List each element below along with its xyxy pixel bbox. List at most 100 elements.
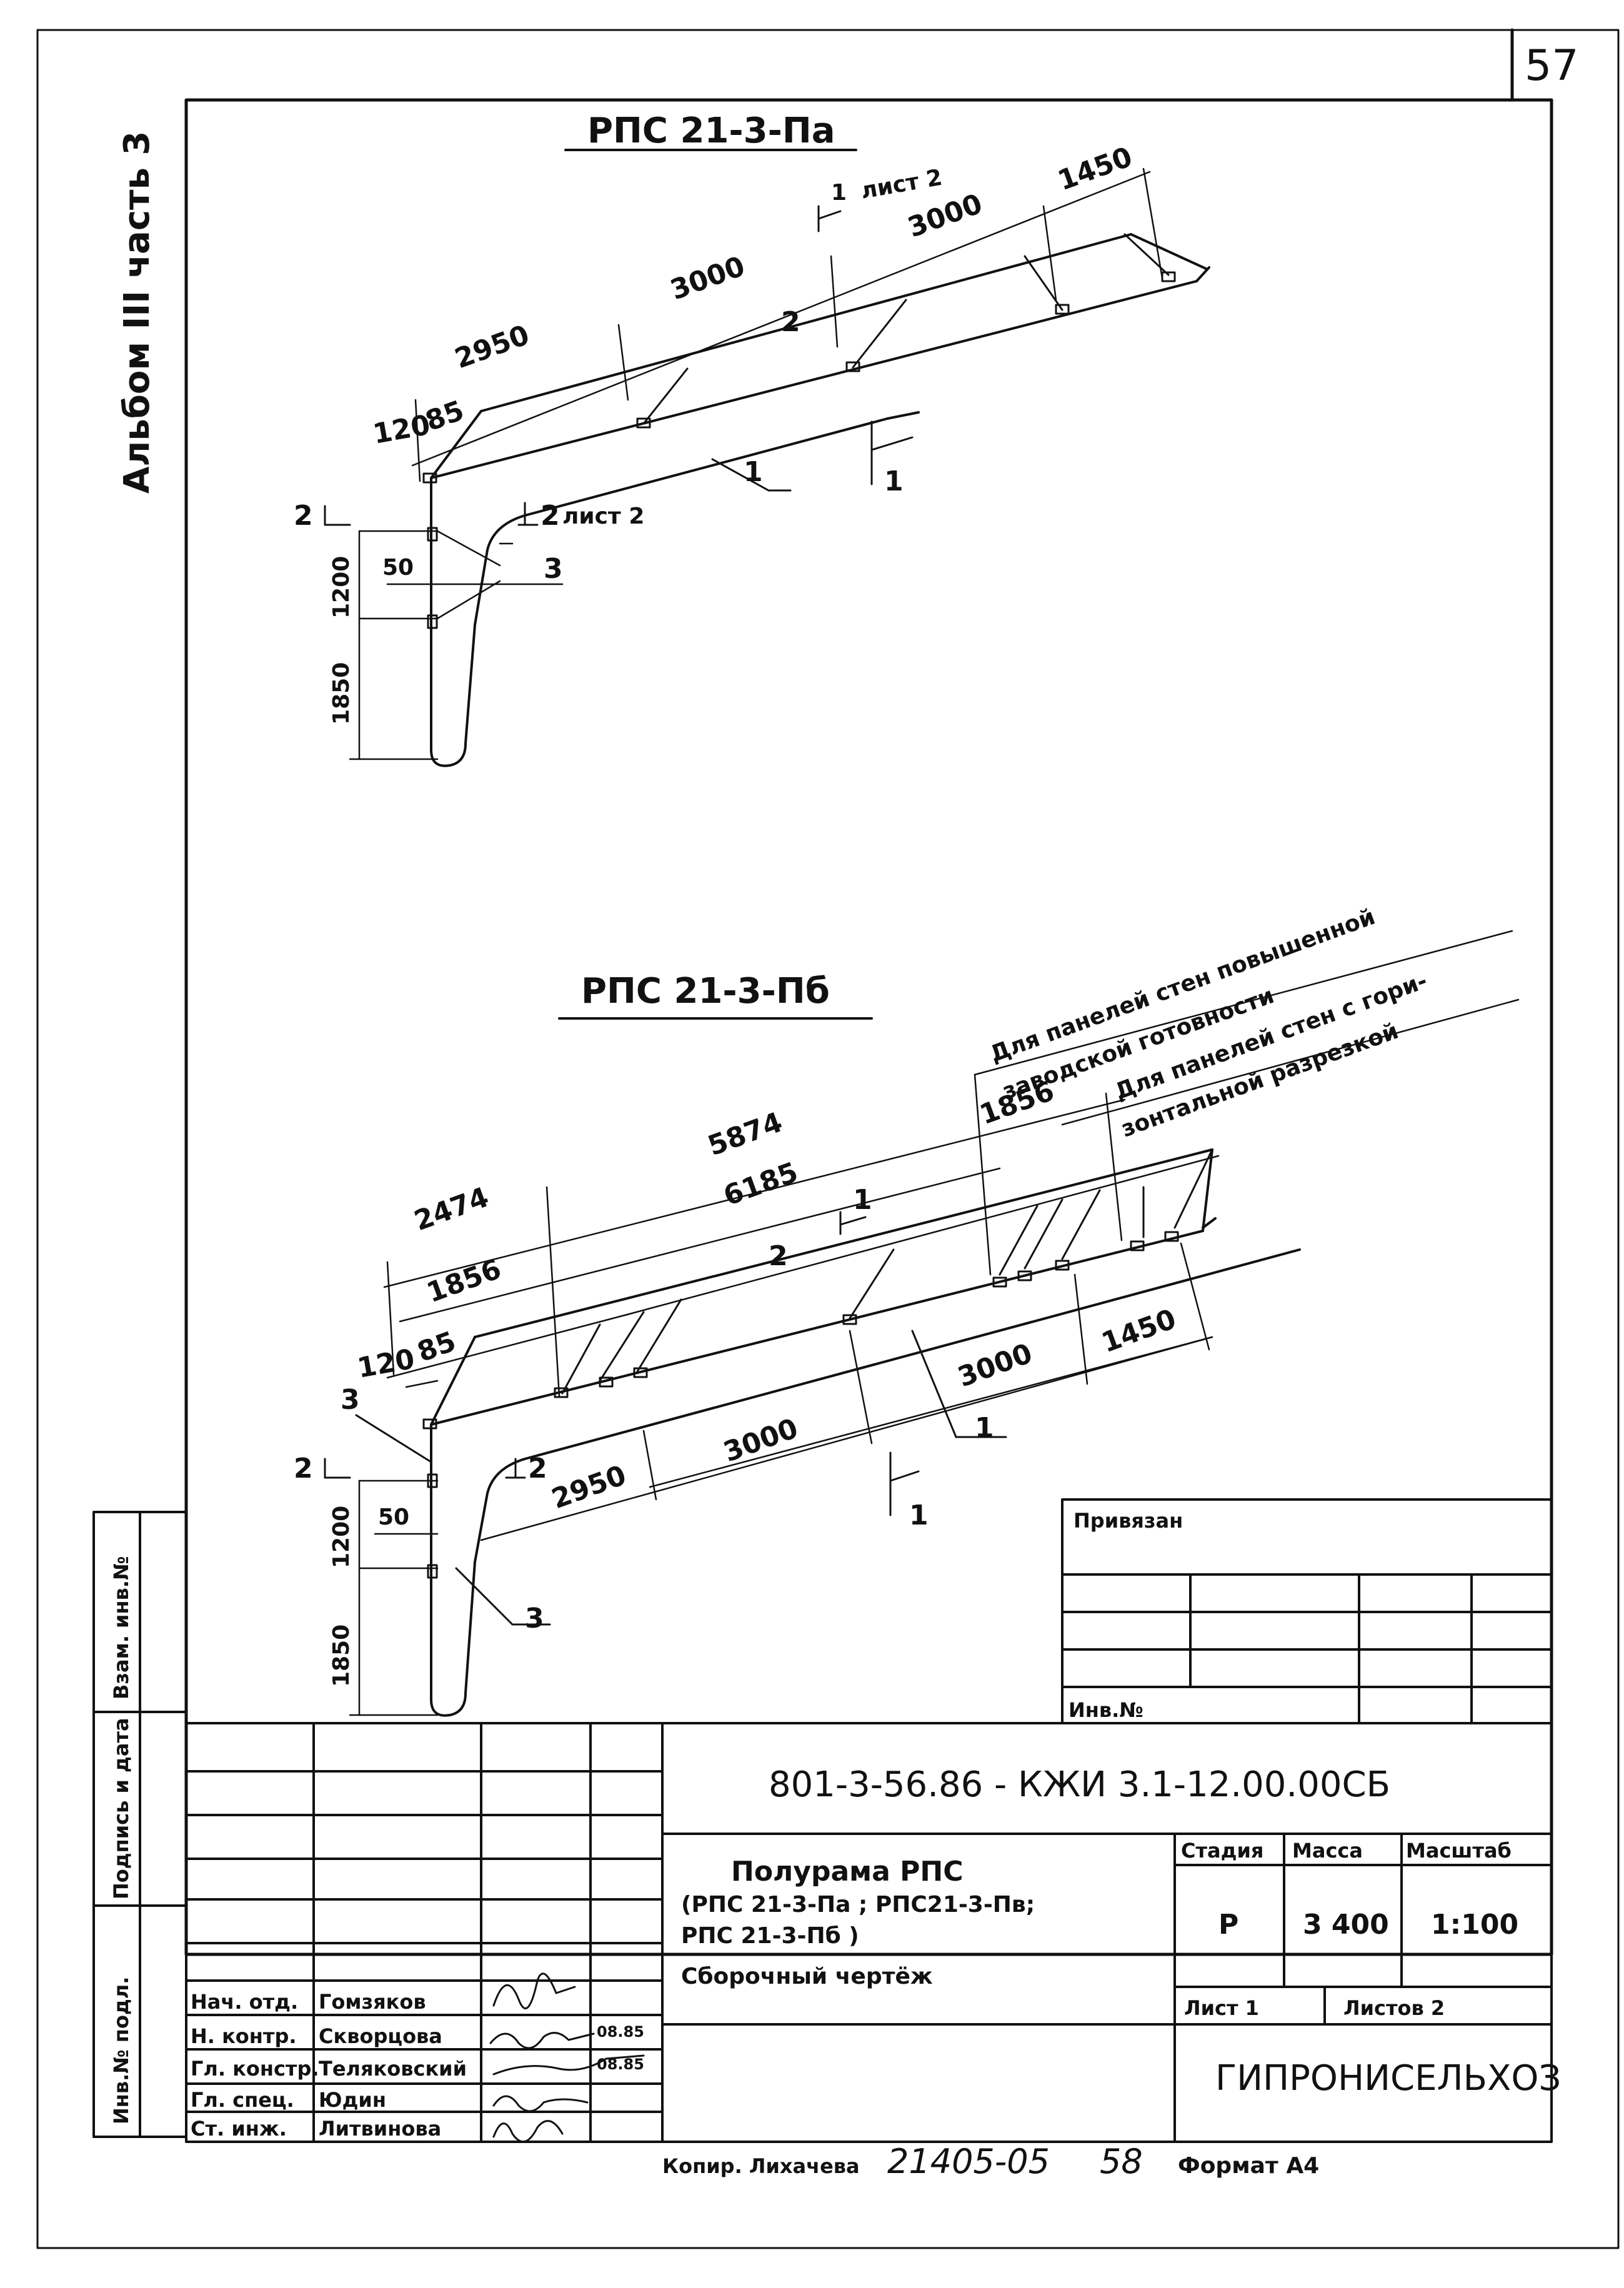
staff-role-0: Нач. отд. <box>191 1990 298 2014</box>
dim-a-2950: 2950 <box>451 319 534 376</box>
staff-name-3: Юдин <box>319 2088 386 2112</box>
view-a-dimensions <box>349 167 1163 760</box>
view-a-top-chord <box>430 233 1210 479</box>
side-stamp-sign: Подпись и дата <box>109 1718 133 1899</box>
doc-code: 801-3-56.86 - КЖИ 3.1-12.00.00СБ <box>769 1764 1390 1805</box>
staff-role-1: Н. контр. <box>191 2024 297 2048</box>
privyazan-inv: Инв.№ <box>1069 1698 1143 1722</box>
view-a-column <box>430 411 920 767</box>
view-a: РПС 21-3-Па <box>294 111 1210 767</box>
privyazan-title: Привязан <box>1074 1509 1183 1533</box>
pos-b-3a: 3 <box>341 1384 360 1416</box>
staff-role-3: Гл. спец. <box>191 2088 294 2112</box>
col-mass: Масса <box>1292 1839 1363 1863</box>
title-name-4: Сборочный чертёж <box>681 1964 933 1989</box>
view-a-dim-text: 120 85 2950 3000 3000 1450 1200 1850 50 … <box>294 141 1137 725</box>
sec-a-1: 1 <box>831 180 847 206</box>
view-b-leaders <box>324 1211 1007 1626</box>
staff-role-4: Ст. инж. <box>191 2117 287 2141</box>
dim-b-120: 120 <box>355 1343 417 1385</box>
footer-format: Формат А4 <box>1178 2153 1319 2179</box>
signatures <box>489 1972 645 2143</box>
staff-name-4: Литвинова <box>319 2117 441 2141</box>
sec-b-2: 2 <box>294 1453 313 1485</box>
dim-b-1856b: 1856 <box>422 1253 506 1310</box>
pos-a-3: 3 <box>544 553 563 585</box>
view-b-top-chord <box>430 1148 1217 1426</box>
sec-b-1-low: 1 <box>909 1500 929 1531</box>
dim-b-1850: 1850 <box>329 1624 354 1687</box>
sheet-value: Лист 1 <box>1184 1996 1259 2020</box>
dim-b-6185: 6185 <box>719 1156 802 1213</box>
dim-a-120: 120 <box>371 409 432 450</box>
album-label: Альбом III часть 3 <box>117 131 157 494</box>
stage-value: Р <box>1218 1909 1238 1941</box>
staff-name-2: Теляковский <box>319 2057 467 2081</box>
title-block <box>185 1722 1553 2143</box>
dim-a-1850: 1850 <box>329 662 354 725</box>
sec-a-1-sheet: лист 2 <box>859 165 944 204</box>
title-name-2: (РПС 21-3-Па ; РПС21-3-Пв; <box>681 1892 1035 1917</box>
sec-b-2b: 2 <box>528 1453 547 1485</box>
org-name: ГИПРОНИСЕЛЬХОЗ <box>1215 2058 1561 2099</box>
view-b-note-lines <box>974 930 1520 1126</box>
dim-a-3000b: 3000 <box>904 188 987 244</box>
pos-b-3b: 3 <box>525 1603 544 1634</box>
sec-a-2b: 2 <box>541 500 560 532</box>
dim-b-3000b: 3000 <box>719 1413 802 1469</box>
note-b-1: Для панелей стен повышенной <box>987 904 1378 1068</box>
side-stamp-inv: Инв.№ подл. <box>109 1977 133 2124</box>
privyazan-box <box>1061 1498 1553 1724</box>
side-stamp <box>92 1511 187 2138</box>
staff-date-2: 08.85 <box>597 2056 644 2073</box>
view-b: РПС 21-3-Пб Для панелей стен повышенной … <box>294 904 1520 1717</box>
footer-order: 21405-05 <box>887 2142 1050 2181</box>
view-b-dimensions <box>349 1073 1220 1716</box>
side-stamp-vzam: Взам. инв.№ <box>109 1556 133 1699</box>
view-a-leaders <box>324 205 914 526</box>
dim-b-3000a: 3000 <box>954 1338 1037 1394</box>
pos-b-1: 1 <box>975 1412 994 1444</box>
pos-b-2: 2 <box>769 1240 788 1272</box>
view-b-braces <box>561 1148 1213 1395</box>
view-b-column <box>430 1248 1301 1717</box>
sec-a-2-sheet: лист 2 <box>562 504 644 529</box>
staff-name-0: Гомзяков <box>319 1990 426 2014</box>
staff-rows: Нач. отд. Гомзяков Н. контр. Скворцова 0… <box>191 1990 644 2141</box>
sec-b-1: 1 <box>853 1184 872 1216</box>
page-number: 57 <box>1525 41 1579 91</box>
footer-copy: Копир. Лихачева <box>662 2154 860 2178</box>
dim-b-85: 85 <box>413 1325 460 1368</box>
sheet-frame <box>36 28 1620 2249</box>
mass-value: 3 400 <box>1303 1909 1389 1941</box>
title-name-1: Полурама РПС <box>731 1856 964 1888</box>
view-a-col-joints <box>427 527 438 629</box>
col-stage: Стадия <box>1181 1839 1263 1863</box>
dim-b-50: 50 <box>378 1505 409 1530</box>
dim-a-3000a: 3000 <box>666 251 749 307</box>
col-scale: Масштаб <box>1406 1839 1512 1863</box>
dim-a-1200: 1200 <box>329 556 354 619</box>
view-a-braces <box>642 233 1170 425</box>
sec-a-1-low: 1 <box>884 465 904 497</box>
sheets-value: Листов 2 <box>1343 1996 1445 2020</box>
staff-name-1: Скворцова <box>319 2024 442 2048</box>
dim-b-2950: 2950 <box>547 1460 630 1516</box>
pos-a-1: 1 <box>744 456 763 488</box>
dim-b-1200: 1200 <box>329 1506 354 1568</box>
view-a-title: РПС 21-3-Па <box>587 111 835 151</box>
scale-value: 1:100 <box>1431 1909 1518 1941</box>
footer-num: 58 <box>1100 2142 1143 2181</box>
view-b-title: РПС 21-3-Пб <box>581 971 830 1012</box>
dim-a-50: 50 <box>382 555 414 580</box>
dim-a-1450: 1450 <box>1054 141 1137 197</box>
dim-b-5874: 5874 <box>704 1107 787 1163</box>
sec-a-2: 2 <box>294 500 313 532</box>
title-name-3: РПС 21-3-Пб ) <box>681 1923 859 1949</box>
dim-b-1450: 1450 <box>1097 1303 1180 1360</box>
staff-role-2: Гл. констр. <box>191 2057 319 2081</box>
dim-b-2474: 2474 <box>410 1181 493 1238</box>
staff-date-1: 08.85 <box>597 2023 644 2041</box>
pos-a-2: 2 <box>781 306 800 338</box>
